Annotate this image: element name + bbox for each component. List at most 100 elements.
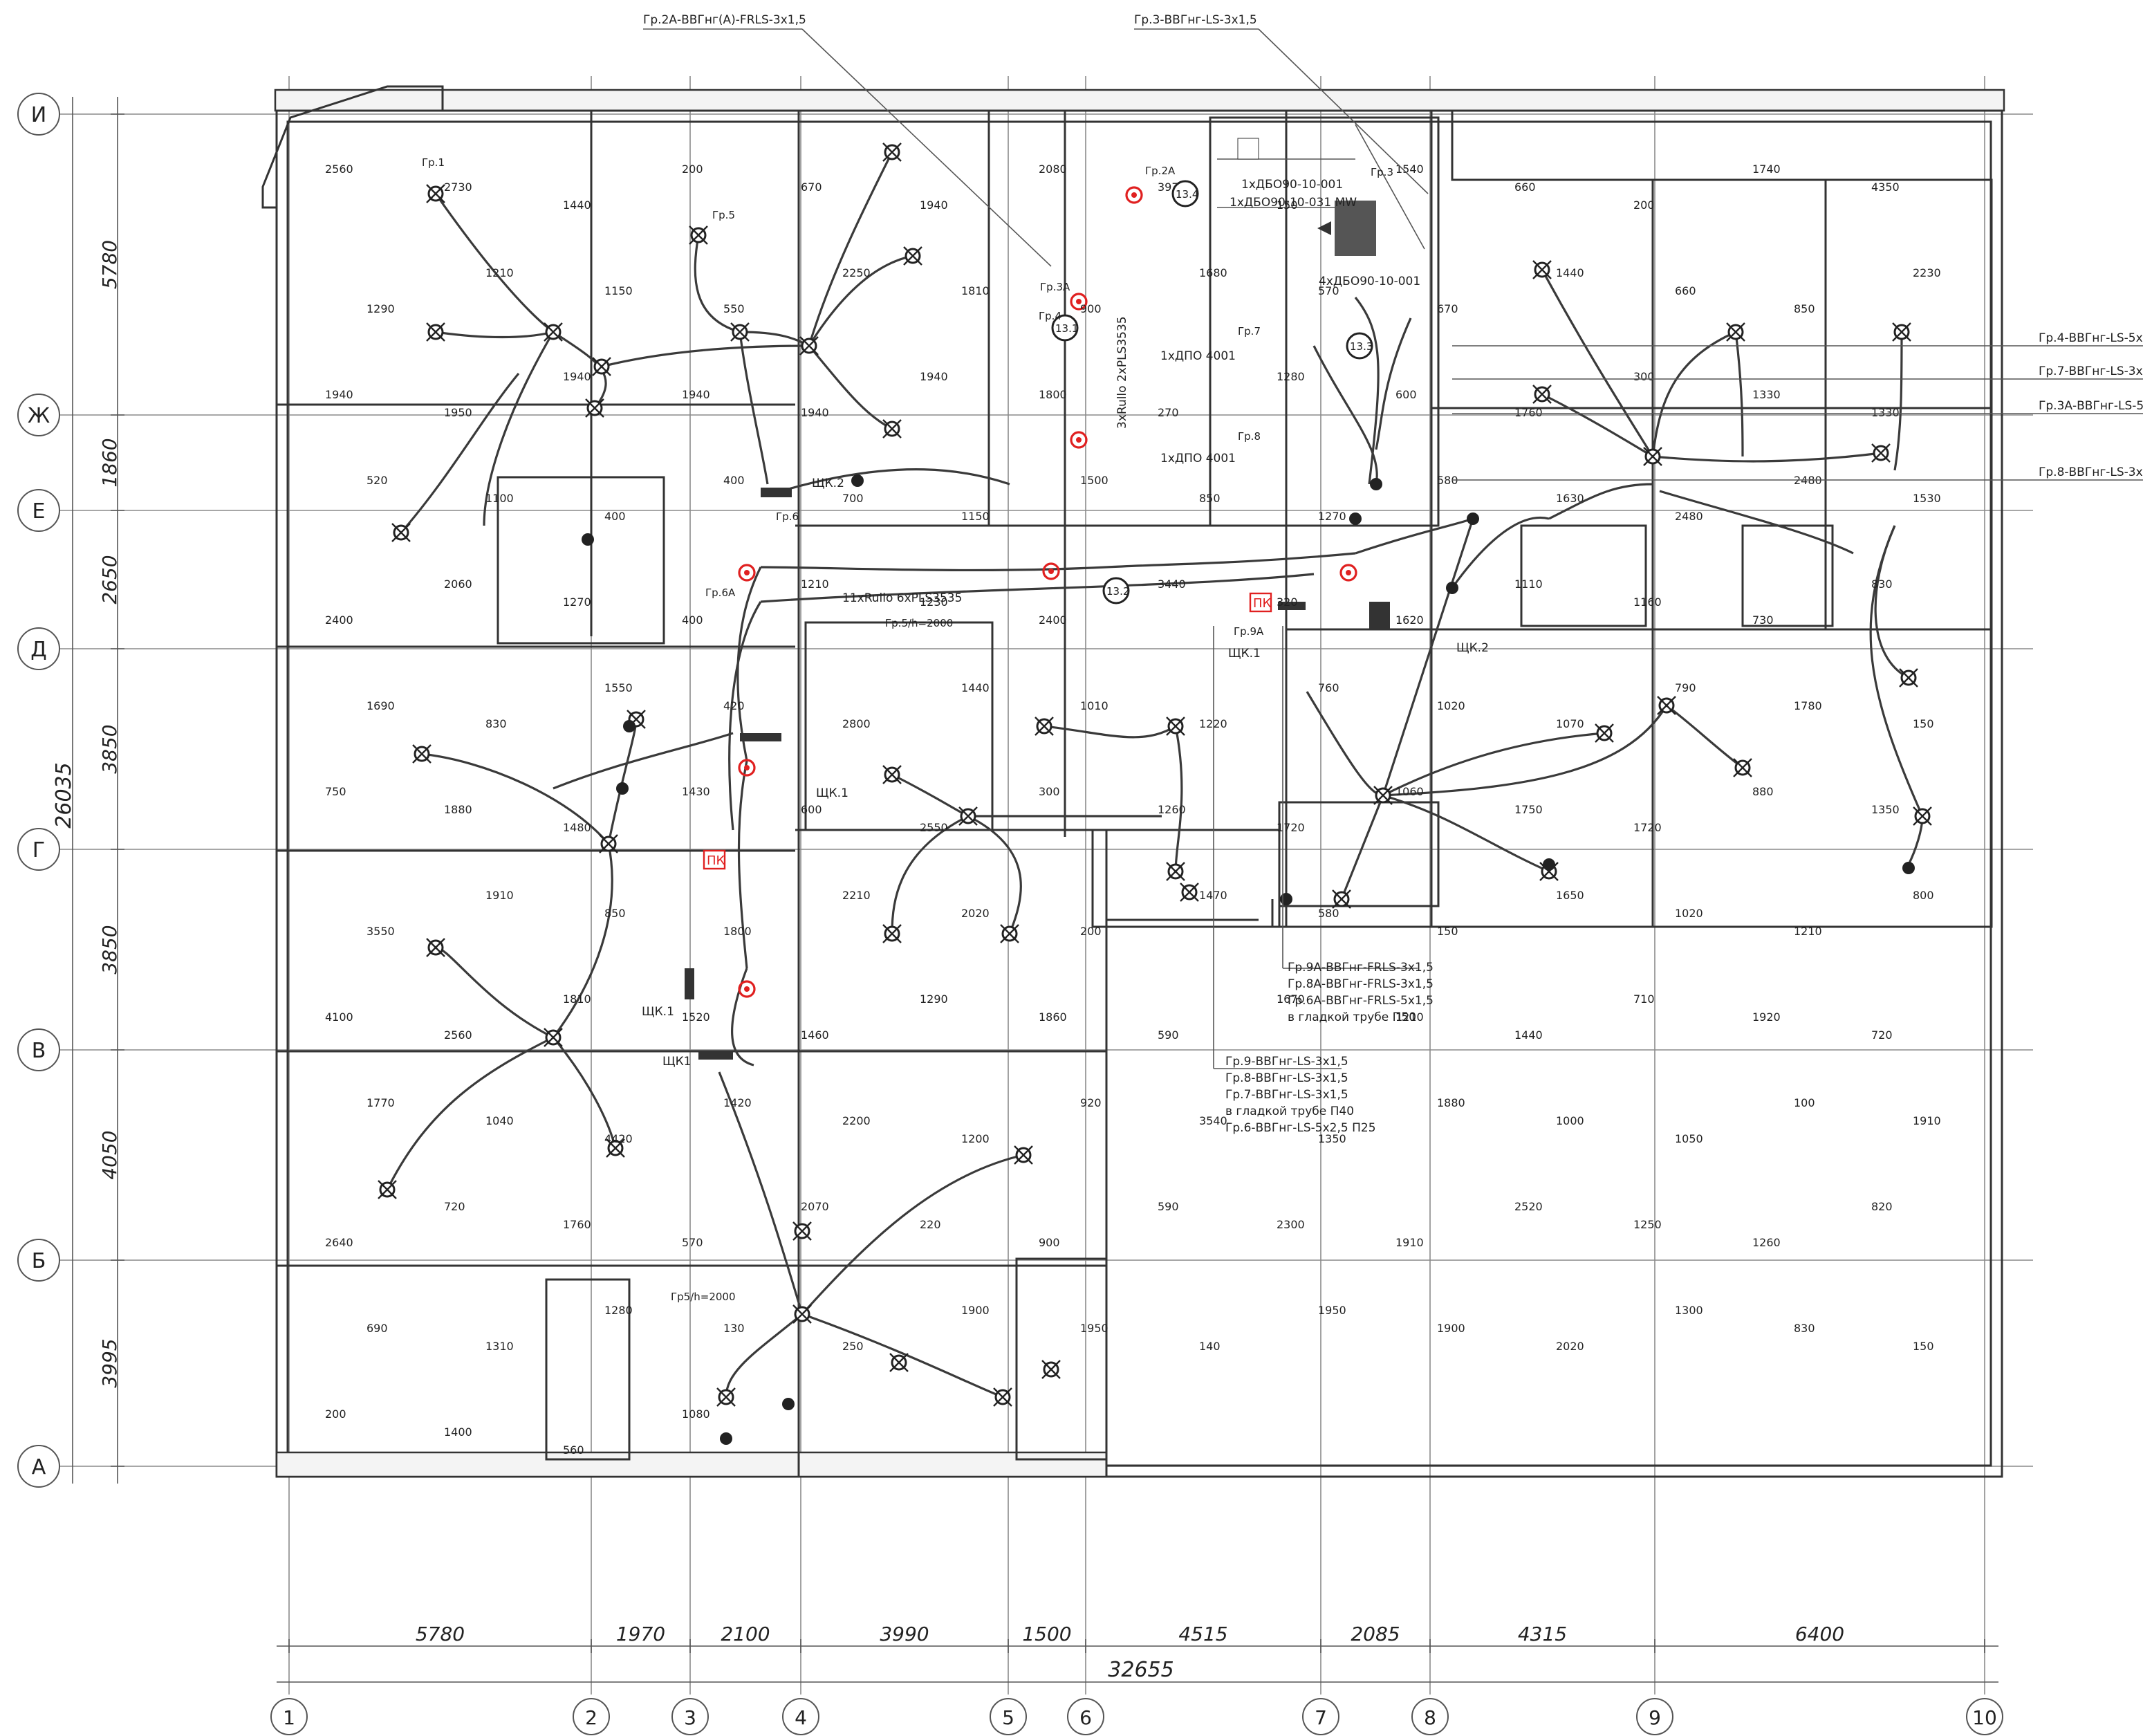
ceiling-lamp-icon bbox=[426, 184, 445, 203]
ceiling-lamp-icon bbox=[1532, 385, 1552, 404]
run-length-label: 850 bbox=[1794, 302, 1815, 315]
ceiling-lamp-icon bbox=[599, 834, 618, 853]
run-length-label: 1690 bbox=[367, 699, 395, 712]
axis-label-row: Ж bbox=[28, 404, 50, 428]
building-walls bbox=[261, 85, 2005, 1478]
run-length-label: 1750 bbox=[1514, 803, 1543, 816]
axis-label-row: И bbox=[31, 103, 46, 127]
group-label: Гр.1 bbox=[422, 156, 445, 169]
run-length-label: 1080 bbox=[682, 1407, 710, 1421]
run-length-label: 1350 bbox=[1318, 1132, 1346, 1145]
axis-bubble bbox=[17, 93, 60, 136]
run-length-label: 1780 bbox=[1794, 699, 1822, 712]
axis-bubble bbox=[1067, 1698, 1104, 1735]
group-label: Гр.3 bbox=[1371, 166, 1393, 178]
run-length-label: 1270 bbox=[563, 595, 591, 609]
run-length-label: 1760 bbox=[563, 1218, 591, 1231]
run-length-label: 2730 bbox=[444, 181, 472, 194]
run-length-label: 2210 bbox=[842, 889, 871, 902]
left-dim: 2650 bbox=[98, 555, 121, 604]
ceiling-lamp-icon bbox=[1733, 758, 1752, 777]
room-tag-133: 13.3 bbox=[1350, 340, 1373, 353]
ceiling-lamp-icon bbox=[378, 1180, 397, 1199]
ceiling-lamp-icon bbox=[544, 1028, 563, 1047]
bottom-dim-total: 32655 bbox=[1108, 1658, 1173, 1682]
run-length-label: 1210 bbox=[1794, 925, 1822, 938]
axis-label-col: 5 bbox=[1002, 1706, 1014, 1729]
run-length-label: 600 bbox=[1395, 388, 1417, 401]
run-length-label: 1210 bbox=[485, 266, 514, 279]
ceiling-lamp-icon bbox=[1913, 806, 1932, 826]
ceiling-lamp-icon bbox=[1595, 723, 1614, 743]
run-length-label: 560 bbox=[563, 1443, 584, 1457]
run-length-label: 1280 bbox=[604, 1304, 633, 1317]
run-length-label: 200 bbox=[682, 163, 703, 176]
ceiling-lamp-icon bbox=[1726, 322, 1745, 342]
panel-boxes bbox=[685, 488, 1390, 1060]
run-length-label: 270 bbox=[1158, 406, 1179, 419]
run-length-label: 920 bbox=[1080, 1096, 1102, 1109]
pk-markers: ПК ПК bbox=[703, 592, 1272, 870]
run-length-label: 1060 bbox=[1395, 785, 1424, 798]
wiring bbox=[386, 151, 1924, 1398]
run-length-label: 220 bbox=[920, 1218, 941, 1231]
ceiling-lamp-icon bbox=[426, 938, 445, 957]
pk-label-1: ПК bbox=[1253, 596, 1272, 611]
run-length-label: 900 bbox=[1039, 1236, 1060, 1249]
run-length-label: 2480 bbox=[1675, 510, 1703, 523]
ceiling-lamp-icon bbox=[1014, 1145, 1033, 1165]
group-label: Гр.5/h=2000 bbox=[885, 617, 953, 629]
bottom-dim: 5780 bbox=[416, 1623, 465, 1645]
run-length-label: 790 bbox=[1675, 681, 1696, 694]
note1-line1: Гр.9А-ВВГнг-FRLS-3х1,5 bbox=[1288, 961, 1434, 975]
axis-bubble bbox=[17, 828, 60, 871]
ceiling-lamp-icon bbox=[391, 523, 411, 542]
run-length-label: 2020 bbox=[961, 907, 990, 920]
run-length-label: 830 bbox=[1794, 1322, 1815, 1335]
run-length-label: 1150 bbox=[604, 284, 633, 297]
switch-icon bbox=[1543, 858, 1555, 871]
switch-icon bbox=[1467, 513, 1479, 525]
run-length-label: 1230 bbox=[920, 595, 948, 609]
run-length-label: 570 bbox=[682, 1236, 703, 1249]
run-length-label: 3550 bbox=[367, 925, 395, 938]
left-dim: 5780 bbox=[98, 240, 121, 289]
run-length-label: 1770 bbox=[367, 1096, 395, 1109]
axis-label-row: В bbox=[32, 1039, 46, 1063]
switch-icon bbox=[1902, 862, 1915, 874]
run-length-label: 2080 bbox=[1039, 163, 1067, 176]
run-length-label: 880 bbox=[1752, 785, 1774, 798]
run-length-label: 1630 bbox=[1556, 492, 1584, 505]
run-length-label: 1480 bbox=[563, 821, 591, 834]
axis-label-col: 7 bbox=[1315, 1706, 1327, 1729]
run-length-label: 730 bbox=[1752, 613, 1774, 627]
ceiling-lamp-icon bbox=[1332, 889, 1351, 909]
run-length-label: 2640 bbox=[325, 1236, 353, 1249]
switch-icon bbox=[623, 720, 636, 732]
axis-bubble bbox=[1302, 1698, 1339, 1735]
callout-gr7: Гр.7-ВВГнг-LS-3х1,5 bbox=[2039, 364, 2143, 378]
stair-note-1: 1хДБО90-10-001 bbox=[1241, 178, 1343, 192]
run-length-label: 1670 bbox=[1277, 992, 1305, 1006]
note1-line3: Гр.6А-ВВГнг-FRLS-5х1,5 bbox=[1288, 994, 1434, 1008]
ceiling-lamp-icon bbox=[903, 246, 922, 266]
run-length-label: 1940 bbox=[563, 370, 591, 383]
note-block-2: Гр.9-ВВГнг-LS-3х1,5 Гр.8-ВВГнг-LS-3х1,5 … bbox=[1225, 1055, 1376, 1135]
run-length-label: 1040 bbox=[485, 1114, 514, 1127]
note2-line1: Гр.9-ВВГнг-LS-3х1,5 bbox=[1225, 1055, 1348, 1069]
emergency-lamp-icon bbox=[1042, 562, 1060, 580]
run-length-label: 1420 bbox=[723, 1096, 752, 1109]
run-length-label: 670 bbox=[801, 181, 822, 194]
ceiling-lamp-icon bbox=[1899, 668, 1918, 687]
axis-label-row: А bbox=[32, 1455, 46, 1479]
run-length-label: 720 bbox=[444, 1200, 465, 1213]
ceiling-lamp-icon bbox=[1180, 883, 1199, 902]
run-length-label: 1900 bbox=[961, 1304, 990, 1317]
run-length-label: 720 bbox=[1871, 1028, 1893, 1042]
panel-label-shk1-a: ЩК.1 bbox=[1228, 647, 1261, 661]
bottom-dim: 2085 bbox=[1351, 1623, 1400, 1645]
callout-gr3a: Гр.3А-ВВГнг-LS-5х1,5 bbox=[2039, 399, 2143, 413]
run-length-label: 1910 bbox=[1395, 1236, 1424, 1249]
axis-label-col: 4 bbox=[795, 1706, 807, 1729]
